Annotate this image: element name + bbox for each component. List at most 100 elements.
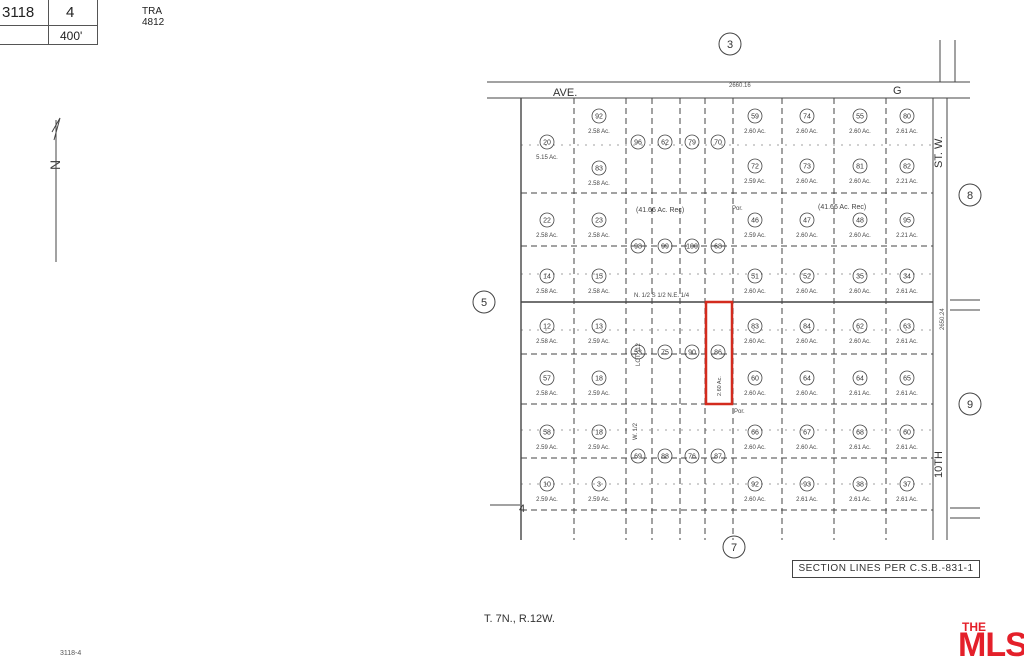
parcel-circle xyxy=(539,370,555,386)
parcel-acreage: 2.61 Ac. xyxy=(896,391,918,397)
parcel: 552.60 Ac. xyxy=(849,108,871,135)
parcel-number: 62 xyxy=(661,140,669,147)
parcel: 672.60 Ac. xyxy=(796,424,818,451)
north-label: N xyxy=(47,160,63,170)
parcel-acreage: 2.58 Ac. xyxy=(536,391,558,397)
parcel: 76 xyxy=(684,448,700,464)
parcel-circle xyxy=(799,212,815,228)
parcel-number: 62 xyxy=(856,324,864,331)
parcel-number: 73 xyxy=(803,164,811,171)
parcel-circle xyxy=(747,370,763,386)
parcel-number: 92 xyxy=(751,482,759,489)
parcel-circle xyxy=(799,476,815,492)
parcel-acreage: 2.61 Ac. xyxy=(896,289,918,295)
parcel-circle xyxy=(657,134,673,150)
book-page-number: 3118 xyxy=(2,4,35,21)
parcel: 98 xyxy=(630,238,646,254)
fraction-label: N. 1/2 S 1/2 N.E. 1/4 xyxy=(634,293,690,299)
parcel-acreage: 2.60 Ac. xyxy=(744,129,766,135)
parcel-acreage: 2.61 Ac. xyxy=(796,497,818,503)
parcel: 92 2.60 Ac. xyxy=(744,476,766,503)
parcel-number: 15 xyxy=(595,274,603,281)
top-dimension: 2660.16 xyxy=(729,83,751,89)
parcel-circle xyxy=(747,318,763,334)
parcel-number: 59 xyxy=(751,114,759,121)
parcel: 53 xyxy=(630,344,646,360)
parcel-number: 10 xyxy=(543,482,551,489)
parcel-number: 34 xyxy=(903,274,911,281)
parcel-acreage: 2.60 Ac. xyxy=(849,233,871,239)
parcel-acreage: 2.60 Ac. xyxy=(849,129,871,135)
parcel-circle xyxy=(657,344,673,360)
parcel-circle xyxy=(710,238,726,254)
parcel: 57 2.58 Ac. xyxy=(536,370,558,397)
parcel-number: 65 xyxy=(903,376,911,383)
parcel-number: 93 xyxy=(803,482,811,489)
parcel: 462.59 Ac. xyxy=(744,212,766,239)
parcel-number: 90 xyxy=(688,350,696,357)
parcel-number: 92 xyxy=(595,114,603,121)
parcel-acreage: 2.60 Ac. xyxy=(744,339,766,345)
parcel-circle xyxy=(899,268,915,284)
svg-text:9: 9 xyxy=(967,399,973,411)
parcel-circle xyxy=(852,476,868,492)
parcel-number: 83 xyxy=(595,166,603,173)
parcel-acreage: 2.60 Ac. xyxy=(796,129,818,135)
parcel-number: 66 xyxy=(751,430,759,437)
parcel-number: 64 xyxy=(856,376,864,383)
parcel-acreage: 2.60 Ac. xyxy=(744,497,766,503)
parcel-number: 58 xyxy=(543,430,551,437)
parcel-number: 48 xyxy=(856,218,864,225)
parcel-circle xyxy=(799,268,815,284)
adjacent-section-east-upper: 8 xyxy=(958,183,982,207)
parcel: 622.60 Ac. xyxy=(849,318,871,345)
parcel-number: 64 xyxy=(803,376,811,383)
parcel: 722.59 Ac. xyxy=(744,158,766,185)
parcel-number: 13 xyxy=(595,324,603,331)
parcel-acreage: 2.21 Ac. xyxy=(896,233,918,239)
parcel-circle xyxy=(710,344,726,360)
parcel-number: 98 xyxy=(634,244,642,251)
parcel-circle xyxy=(799,108,815,124)
lot-label: LOT 112 xyxy=(636,343,642,366)
parcel-circle xyxy=(747,268,763,284)
svg-text:3: 3 xyxy=(727,39,733,51)
parcel: 59 2.60 Ac. xyxy=(744,108,766,135)
parcel: 732.60 Ac. xyxy=(796,158,818,185)
parcel: 812.60 Ac. xyxy=(849,158,871,185)
parcel-circle xyxy=(591,268,607,284)
parcel-circle xyxy=(539,476,555,492)
parcel-acreage: 2.21 Ac. xyxy=(896,179,918,185)
street-top-letter: G xyxy=(893,85,902,97)
parcel: 93 2.61 Ac. xyxy=(796,476,818,503)
parcel-circle xyxy=(899,424,915,440)
parcel-number: 60 xyxy=(903,430,911,437)
parcel-acreage: 2.58 Ac. xyxy=(588,289,610,295)
parcel-number: 70 xyxy=(714,140,722,147)
parcel-number: 87 xyxy=(714,454,722,461)
parcel-circle xyxy=(899,476,915,492)
parcel-circle xyxy=(630,134,646,150)
parcel-circle xyxy=(799,158,815,174)
parcel: 79 xyxy=(684,134,700,150)
parcel-number: 69 xyxy=(634,454,642,461)
parcel-circle xyxy=(899,318,915,334)
parcel-circle xyxy=(591,424,607,440)
parcel-circle xyxy=(657,448,673,464)
parcel-circle xyxy=(684,344,700,360)
parcel-acreage: 2.59 Ac. xyxy=(536,445,558,451)
parcel: 182.59 Ac. xyxy=(588,370,610,397)
parcel-circle xyxy=(591,212,607,228)
parcel-number: 68 xyxy=(714,244,722,251)
parcel-number: 37 xyxy=(903,482,911,489)
parcel-number: 57 xyxy=(543,376,551,383)
parcel: 62 xyxy=(657,134,673,150)
parcel-circle xyxy=(539,318,555,334)
rec-note-right: (41.66 Ac. Rec) xyxy=(818,204,866,211)
parcel: 602.61 Ac. xyxy=(896,424,918,451)
parcel-number: 81 xyxy=(856,164,864,171)
parcel: 832.58 Ac. xyxy=(588,160,610,187)
parcel: 802.61 Ac. xyxy=(896,108,918,135)
